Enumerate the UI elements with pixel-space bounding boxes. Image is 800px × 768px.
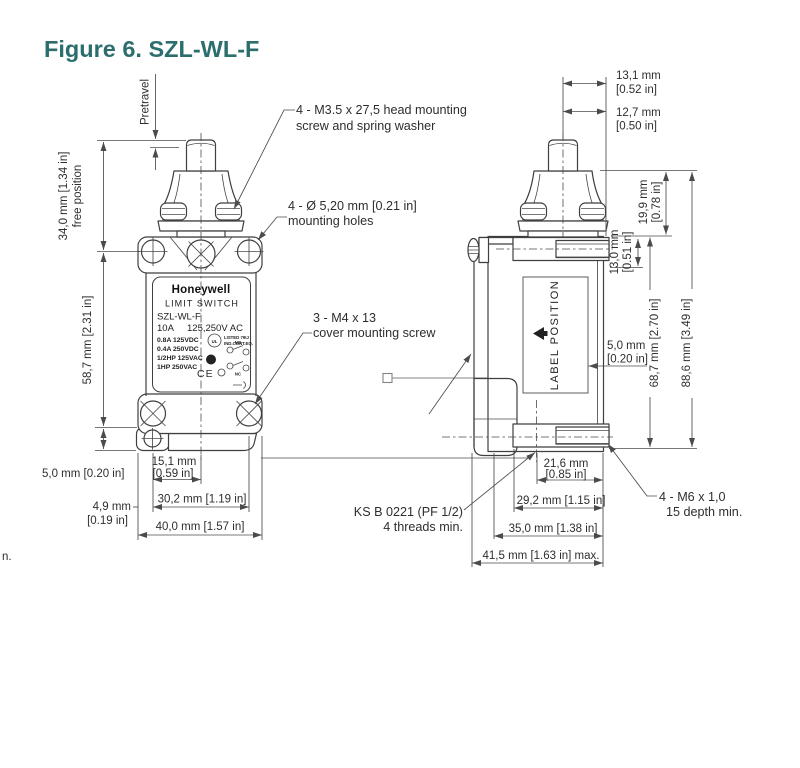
callout-cover-screw-2: cover mounting screw: [313, 326, 436, 340]
dim-40-0: 40,0 mm [1.57 in]: [156, 521, 245, 533]
dim-13-0: 13,0 mm: [609, 230, 621, 275]
no-label: NO: [235, 340, 242, 345]
side-view-dimensions: 13,1 mm [0.52 in] 12,7 mm [0.50 in] 19,9…: [471, 70, 697, 567]
label-position-area: [522, 276, 589, 394]
conduit-boss: [473, 377, 518, 457]
boot-screw-left: [159, 202, 188, 221]
nc-label: NC: [235, 372, 241, 377]
nameplate-plate: [152, 276, 251, 393]
front-view: Honeywell LIMIT SWITCH SZL-WL-F 10A 125,…: [135, 133, 264, 462]
model-number: SZL-WL-F: [157, 312, 201, 323]
callout-head-screw-2: screw and spring washer: [296, 119, 435, 133]
dim-41-5: 41,5 mm [1.63 in] max.: [483, 550, 600, 562]
dim-5-0-side: 5,0 mm: [607, 340, 645, 352]
ul-mark-icon: [207, 333, 222, 348]
callout-cover-screw: 3 - M4 x 13: [313, 311, 376, 325]
brand-logo: Honeywell: [172, 284, 231, 296]
ce-mark: CE: [197, 368, 214, 380]
callout-head-screw: 4 - M3.5 x 27,5 head mounting: [296, 103, 467, 117]
dim-88-6: 88,6 mm [3.49 in]: [681, 299, 693, 388]
bottom-thread-insert: [555, 426, 610, 445]
dim-19-9: 19,9 mm: [638, 180, 650, 225]
dim-68-7: 68,7 mm [2.70 in]: [649, 299, 661, 388]
dim-5-0: 5,0 mm [0.20 in]: [42, 468, 124, 480]
rating-amp: 10A: [157, 323, 175, 334]
boot-screw-right: [214, 202, 243, 221]
rating-volt: 125,250V AC: [187, 323, 243, 334]
dim-58-7: 58,7 mm [2.31 in]: [82, 296, 94, 385]
dim-4-9-in: [0.19 in]: [87, 515, 128, 527]
dim-35-0: 35,0 mm [1.38 in]: [509, 523, 598, 535]
callout-m6: 4 - M6 x 1,0: [659, 490, 726, 504]
rating-line: 1HP 250VAC: [157, 364, 197, 371]
rating-line: 1/2HP 125VAC: [157, 355, 203, 362]
datum-square: [382, 372, 393, 384]
rating-line: 0.4A 250VDC: [157, 346, 199, 353]
product-name: LIMIT SWITCH: [165, 299, 239, 309]
callout-mounting-holes: 4 - Ø 5,20 mm [0.21 in]: [288, 199, 417, 213]
dim-5-0-side-in: [0.20 in]: [607, 354, 648, 366]
label-position-text: LABEL POSITION: [549, 280, 561, 390]
dim-4-9: 4,9 mm: [93, 501, 131, 513]
dim-12-7-in: [0.50 in]: [616, 121, 657, 133]
dim-12-7: 12,7 mm: [616, 107, 661, 119]
callout-conduit-2: 4 threads min.: [383, 520, 463, 534]
circuit-terminal-icon: [242, 348, 250, 356]
callout-conduit: KS B 0221 (PF 1/2): [354, 505, 463, 519]
callout-m6-2: 15 depth min.: [666, 505, 742, 519]
front-view-dimensions: Pretravel 34,0 mm [1.34 in] free positio…: [42, 74, 263, 540]
ul-listed-text: LISTED 79IJ: [224, 335, 249, 340]
dim-19-9-in: [0.78 in]: [651, 182, 663, 223]
ground-mark-icon: [233, 381, 246, 389]
label-position-arrow-icon: [533, 327, 548, 340]
rating-line: 0.8A 125VDC: [157, 337, 199, 344]
dim-13-1-in: [0.52 in]: [616, 84, 657, 96]
side-body: [487, 235, 605, 453]
callouts: 4 - M3.5 x 27,5 head mounting screw and …: [233, 103, 742, 534]
circuit-terminal-icon: [242, 364, 250, 372]
side-view: LABEL POSITION: [442, 133, 613, 462]
dim-15-1: 15,1 mm: [152, 456, 197, 468]
pretravel-label: Pretravel: [140, 79, 152, 125]
callout-mounting-holes-2: mounting holes: [288, 214, 373, 228]
dim-21-6: 21,6 mm: [544, 458, 589, 470]
ul-listed-text: IND.CONT.EQ.: [224, 341, 253, 346]
conduit-base: [167, 432, 258, 452]
nameplate: Honeywell LIMIT SWITCH SZL-WL-F 10A 125,…: [157, 284, 253, 389]
dim-13-1: 13,1 mm: [616, 70, 661, 82]
free-position-label: free position: [72, 165, 84, 228]
dim-15-1-in: [0.59 in]: [153, 468, 194, 480]
edge-text-fragment: n.: [2, 551, 12, 563]
dim-13-0-in: [0.51 in]: [622, 232, 634, 273]
dim-21-6-in: [0.85 in]: [546, 469, 587, 481]
dim-29-2: 29,2 mm [1.15 in]: [517, 495, 606, 507]
cert-circle-icon: [217, 368, 226, 377]
cert-dot-icon: [206, 354, 216, 365]
circuit-terminal-icon: [226, 346, 234, 354]
dim-30-2: 30,2 mm [1.19 in]: [158, 494, 247, 506]
figure-title: Figure 6. SZL-WL-F: [44, 36, 259, 62]
ul-letters: UL: [212, 339, 218, 344]
circuit-terminal-icon: [226, 362, 234, 370]
dim-34-0: 34,0 mm [1.34 in]: [58, 152, 70, 241]
